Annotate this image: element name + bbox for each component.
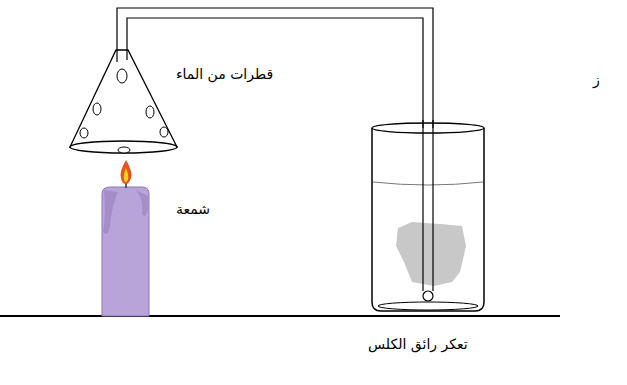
droplets-label: قطرات من الماء: [176, 66, 273, 83]
limewater-surface: [373, 182, 483, 185]
flame: [121, 160, 132, 184]
water-droplets: [80, 69, 168, 153]
limewater-label: تعكر رائق الكلس: [368, 336, 468, 353]
ground-line: [0, 315, 560, 317]
funnel-rim: [70, 141, 177, 153]
cut-off-label: ز: [593, 72, 600, 89]
tube-end: [423, 291, 433, 301]
candle-label: شمعة: [176, 201, 210, 218]
beaker: [372, 128, 484, 311]
candle: [102, 187, 149, 316]
funnel: [70, 50, 177, 147]
cloudy-precipitate: [396, 222, 466, 286]
